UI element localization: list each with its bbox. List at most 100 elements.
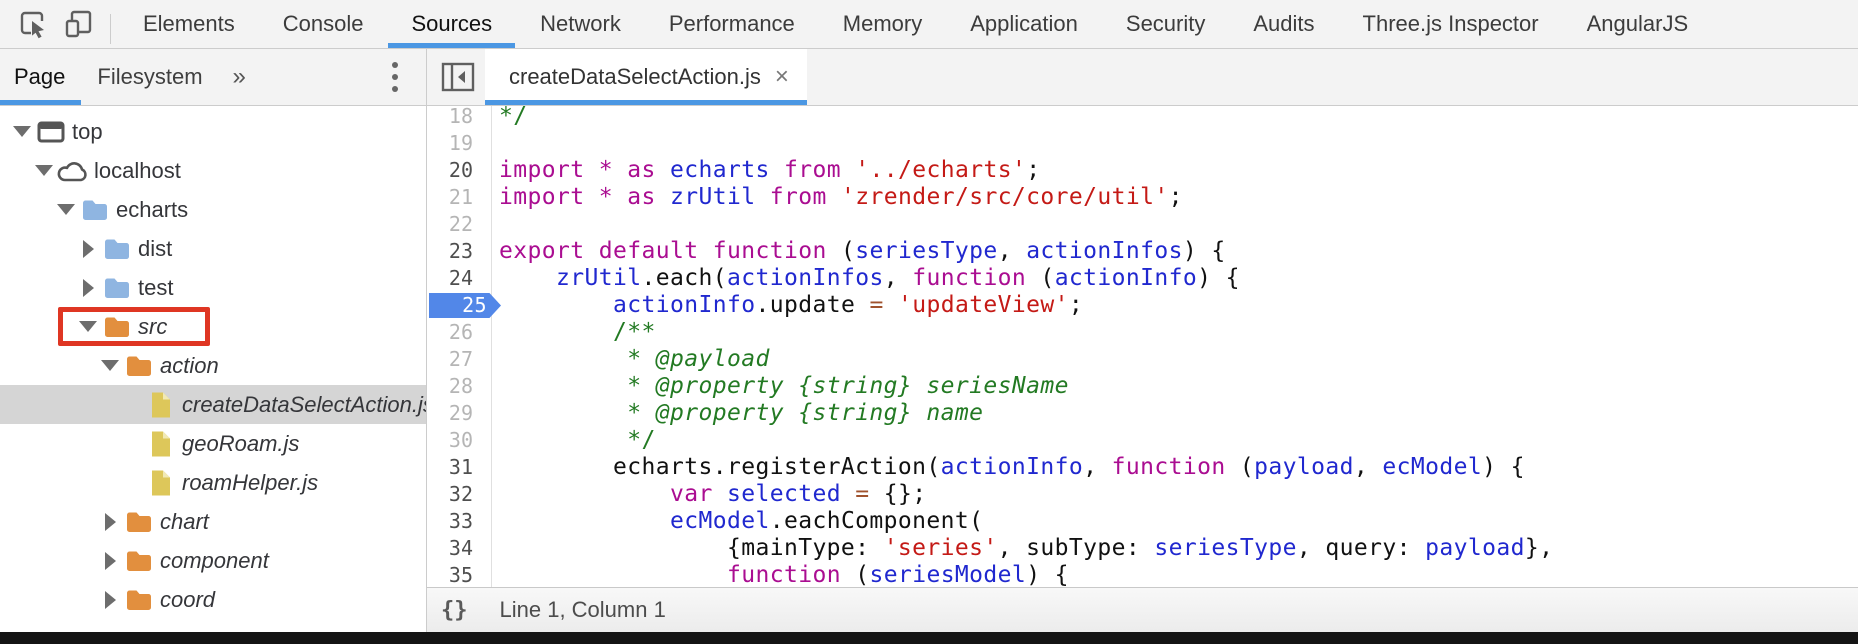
panel-tab-performance[interactable]: Performance (668, 11, 795, 36)
tree-item-echarts[interactable]: echarts (0, 190, 426, 229)
more-tabs-chevron-icon[interactable]: » (232, 63, 246, 90)
panel-tab-security[interactable]: Security (1125, 11, 1206, 36)
panel-tab-sources[interactable]: Sources (387, 0, 516, 48)
tree-item-localhost[interactable]: localhost (0, 151, 426, 190)
code-text[interactable] (483, 211, 499, 238)
toolbar-icons (0, 0, 119, 48)
code-text[interactable]: export default function (seriesType, act… (499, 238, 1226, 264)
line-number[interactable]: 33 (448, 509, 473, 533)
tree-item-label: test (138, 274, 174, 300)
navigator-tab-page[interactable]: Page (0, 49, 82, 105)
panel-tab-memory[interactable]: Memory (842, 11, 923, 36)
collapsed-triangle-icon[interactable] (104, 590, 116, 609)
tree-item-label: chart (160, 508, 209, 534)
cloud-icon (56, 159, 90, 183)
panel-tab-elements[interactable]: Elements (143, 11, 235, 36)
code-text[interactable]: */ (627, 427, 656, 453)
code-text[interactable]: * @property {string} seriesName (627, 373, 1069, 399)
line-number[interactable]: 30 (448, 428, 473, 452)
tree-item-src[interactable]: src (0, 307, 426, 346)
code-text[interactable] (483, 130, 499, 157)
caret-position-label: Line 1, Column 1 (499, 597, 666, 622)
code-line-24: 24 zrUtil.each(actionInfos, function (ac… (427, 265, 1858, 292)
tree-item-georoam-js[interactable]: geoRoam.js (0, 424, 426, 463)
line-number[interactable]: 32 (448, 482, 473, 506)
sources-subheader: Page Filesystem » createDataSelectAction.… (0, 49, 1858, 106)
navigator-tab-filesystem[interactable]: Filesystem (97, 64, 203, 89)
line-number[interactable]: 28 (448, 374, 473, 398)
panel-tab-angularjs[interactable]: AngularJS (1586, 11, 1689, 36)
panel-tab-three-js-inspector[interactable]: Three.js Inspector (1362, 11, 1539, 36)
line-number[interactable]: 19 (448, 131, 473, 155)
tree-item-label: geoRoam.js (182, 430, 300, 456)
folder-icon (78, 198, 112, 222)
line-number[interactable]: 20 (448, 158, 473, 182)
tree-item-dist[interactable]: dist (0, 229, 426, 268)
code-text[interactable]: var selected = {}; (669, 481, 927, 507)
tree-item-top[interactable]: top (0, 112, 426, 151)
line-number[interactable]: 29 (448, 401, 473, 425)
toolbar-divider (110, 14, 111, 44)
line-number[interactable]: 21 (448, 185, 473, 209)
editor-column: 18 */ 19 20 import * as echarts from '../ech… (427, 106, 1858, 632)
line-number[interactable]: 34 (448, 536, 473, 560)
code-text[interactable]: import * as zrUtil from 'zrender/src/cor… (499, 184, 1183, 210)
panel-tab-console[interactable]: Console (282, 11, 364, 36)
more-options-icon[interactable] (392, 62, 398, 92)
editor-tab-createDataSelectAction[interactable]: createDataSelectAction.js × (485, 49, 807, 105)
tree-item-label: echarts (116, 196, 189, 222)
tree-item-roamhelper-js[interactable]: roamHelper.js (0, 463, 426, 502)
panel-tab-bar: Elements Console Sources Network Performance… (119, 0, 1712, 48)
code-text[interactable]: echarts.registerAction(actionInfo, funct… (499, 454, 1525, 480)
collapsed-triangle-icon[interactable] (104, 512, 116, 531)
code-line-23: 23 export default function (seriesType, a… (427, 238, 1858, 265)
expanded-triangle-icon[interactable] (13, 126, 31, 137)
code-text[interactable]: * @payload (627, 346, 770, 372)
code-editor[interactable]: 18 */ 19 20 import * as echarts from '../ech… (427, 106, 1858, 587)
tree-item-label: action (160, 352, 219, 378)
close-tab-icon[interactable]: × (774, 63, 789, 90)
code-text[interactable]: */ (499, 106, 528, 129)
folder-icon (100, 237, 134, 261)
code-text[interactable]: actionInfo.update = 'updateView'; (612, 292, 1084, 318)
tree-item-component[interactable]: component (0, 541, 426, 580)
collapsed-triangle-icon[interactable] (82, 278, 94, 297)
code-text[interactable]: zrUtil.each(actionInfos, function (actio… (556, 265, 1240, 291)
code-text[interactable]: function (seriesModel) { (726, 562, 1069, 587)
tree-item-test[interactable]: test (0, 268, 426, 307)
line-number[interactable]: 35 (448, 563, 473, 587)
collapsed-triangle-icon[interactable] (82, 239, 94, 258)
hide-navigator-icon[interactable] (427, 49, 485, 105)
panel-tab-application[interactable]: Application (970, 11, 1078, 36)
line-number[interactable]: 18 (448, 106, 473, 128)
code-text[interactable]: import * as echarts from '../echarts'; (499, 157, 1041, 183)
expanded-triangle-icon[interactable] (79, 321, 97, 332)
file-icon (144, 469, 178, 497)
editor-status-bar: {} Line 1, Column 1 (427, 587, 1858, 632)
line-number[interactable]: 27 (448, 347, 473, 371)
line-number[interactable]: 31 (448, 455, 473, 479)
pretty-print-icon[interactable]: {} (441, 597, 468, 623)
collapsed-triangle-icon[interactable] (104, 551, 116, 570)
line-number[interactable]: 23 (448, 239, 473, 263)
expanded-triangle-icon[interactable] (35, 165, 53, 176)
gutter-divider (491, 106, 492, 587)
line-number[interactable]: 24 (448, 266, 473, 290)
code-text[interactable]: /** (612, 319, 656, 345)
line-number[interactable]: 22 (448, 212, 473, 236)
panel-tab-audits[interactable]: Audits (1253, 11, 1315, 36)
panel-tab-network[interactable]: Network (540, 11, 621, 36)
code-text[interactable]: {mainType: 'series', subType: seriesType… (499, 535, 1554, 561)
tree-item-createdataselectaction-js[interactable]: createDataSelectAction.js (0, 385, 426, 424)
code-text[interactable]: * @property {string} name (627, 400, 984, 426)
code-line-31: 31 echarts.registerAction(actionInfo, fu… (427, 454, 1858, 481)
tree-item-coord[interactable]: coord (0, 580, 426, 619)
code-text[interactable]: ecModel.eachComponent( (669, 508, 984, 534)
expanded-triangle-icon[interactable] (101, 360, 119, 371)
tree-item-action[interactable]: action (0, 346, 426, 385)
device-toolbar-icon[interactable] (62, 7, 96, 41)
expanded-triangle-icon[interactable] (57, 204, 75, 215)
line-number[interactable]: 26 (448, 320, 473, 344)
inspect-element-icon[interactable] (16, 7, 50, 41)
tree-item-chart[interactable]: chart (0, 502, 426, 541)
